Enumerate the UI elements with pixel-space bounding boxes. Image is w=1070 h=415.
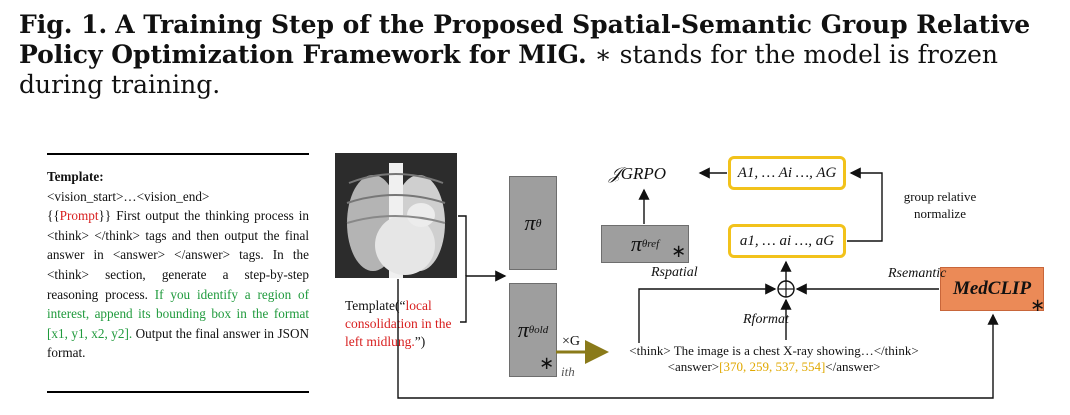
think-text: <think> The image is a chest X-ray showi… (629, 343, 919, 358)
sample-count-label: ×G (562, 334, 581, 349)
advantages-box: A1, … Ai …, AG (728, 156, 846, 190)
answer-text: <answer>[370, 259, 537, 554]</answer> (667, 359, 881, 374)
spatial-reward-label: Rspatial (651, 265, 698, 280)
figure-caption: Fig. 1. A Training Step of the Proposed … (19, 10, 1059, 100)
chest-xray-image (335, 153, 457, 278)
semantic-reward-label: Rsemantic (888, 266, 947, 281)
frozen-mark-ref: ∗ (671, 241, 687, 262)
caption-note: ∗ stands for the model is frozen during … (19, 40, 999, 99)
ith-sample-label: ith (561, 364, 575, 379)
grpo-loss-label: 𝒥GRPO (609, 164, 667, 183)
group-normalize-label: group relative normalize (903, 189, 977, 221)
template-header: Template: (47, 169, 104, 184)
frozen-mark-medclip: ∗ (1030, 295, 1046, 316)
model-output-text: <think> The image is a chest X-ray showi… (609, 343, 939, 375)
caption-title: A Training Step of the Proposed Spatial-… (19, 10, 1031, 69)
prompt-placeholder: Prompt (59, 208, 99, 224)
rewards-box: a1, … ai …, aG (728, 224, 846, 258)
caption-label: Fig. 1. (19, 10, 108, 39)
bbox-coordinates: [370, 259, 537, 554] (719, 359, 826, 374)
bbox-instruction: If you identify a region of interest, ap… (47, 286, 309, 341)
template-vision-line: <vision_start>…<vision_end> (47, 188, 210, 204)
medclip-model-box: MedCLIP (940, 267, 1044, 311)
format-reward-label: Rformat (743, 312, 789, 327)
frozen-mark-old: ∗ (539, 353, 555, 374)
template-body: {{Prompt}} First output the thinking pro… (47, 208, 309, 361)
template-box: Template: <vision_start>…<vision_end> {{… (47, 153, 309, 393)
